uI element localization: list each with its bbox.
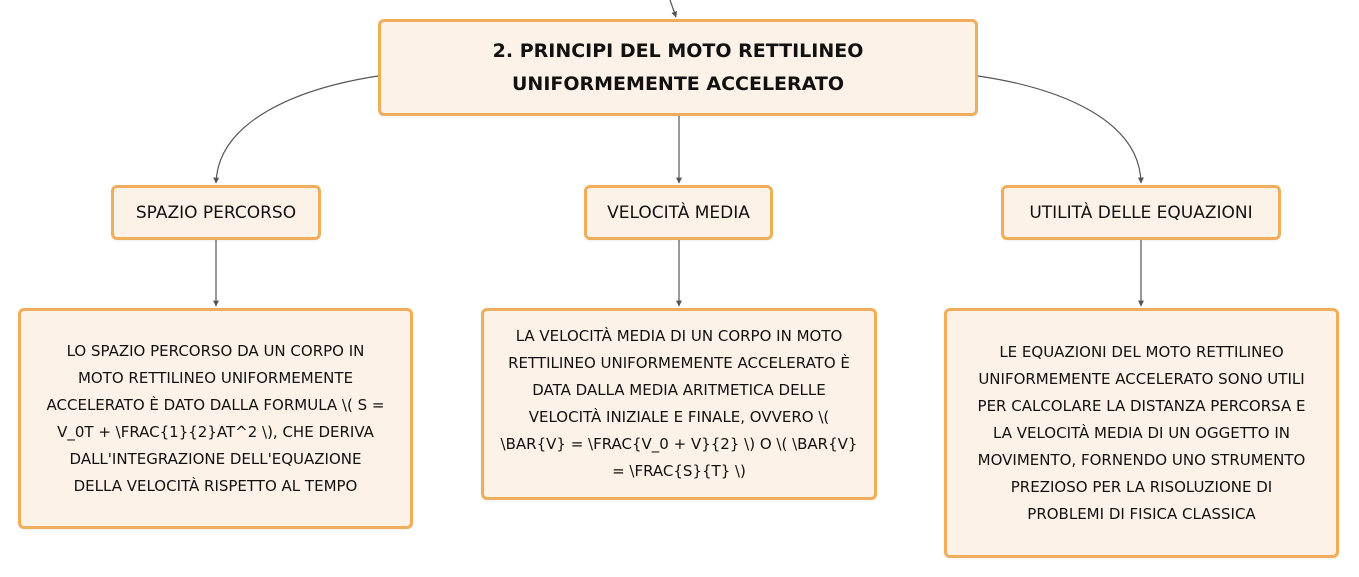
detail-node-utilita-equazioni[interactable]: LE EQUAZIONI DEL MOTO RETTILINEO UNIFORM…	[944, 308, 1339, 558]
topic-node-utilita-equazioni[interactable]: UTILITÀ DELLE EQUAZIONI	[1001, 185, 1281, 240]
connector-root-to-utilita	[977, 75, 1144, 184]
topic-label: SPAZIO PERCORSO	[135, 202, 297, 223]
topic-node-velocita-media[interactable]: VELOCITÀ MEDIA	[584, 185, 773, 240]
detail-text: LE EQUAZIONI DEL MOTO RETTILINEO UNIFORM…	[977, 342, 1306, 523]
topic-node-spazio-percorso[interactable]: SPAZIO PERCORSO	[111, 185, 321, 240]
detail-node-velocita-media[interactable]: LA VELOCITÀ MEDIA DI UN CORPO IN MOTO RE…	[481, 308, 877, 500]
topic-label: VELOCITÀ MEDIA	[607, 202, 750, 223]
root-title: 2. PRINCIPI DEL MOTO RETTILINEO UNIFORME…	[492, 39, 864, 95]
connector-root-to-spazio	[213, 75, 379, 184]
detail-text: LO SPAZIO PERCORSO DA UN CORPO IN MOTO R…	[46, 341, 385, 495]
root-node[interactable]: 2. PRINCIPI DEL MOTO RETTILINEO UNIFORME…	[378, 19, 978, 116]
detail-node-spazio-percorso[interactable]: LO SPAZIO PERCORSO DA UN CORPO IN MOTO R…	[18, 308, 413, 529]
connector-from-parent	[669, 0, 678, 18]
detail-text: LA VELOCITÀ MEDIA DI UN CORPO IN MOTO RE…	[500, 327, 858, 480]
topic-label: UTILITÀ DELLE EQUAZIONI	[1029, 202, 1253, 223]
